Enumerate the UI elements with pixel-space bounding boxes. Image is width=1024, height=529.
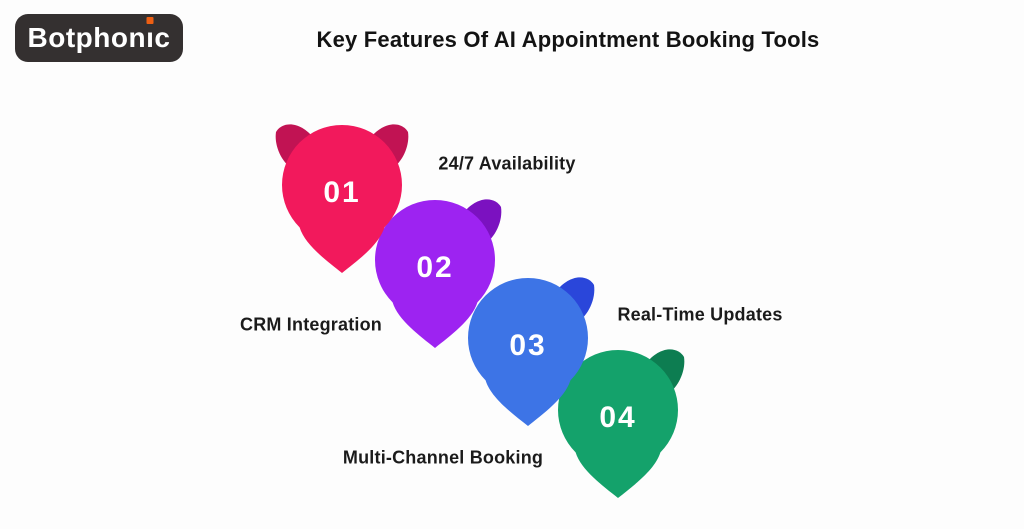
page-title: Key Features Of AI Appointment Booking T… bbox=[316, 27, 820, 52]
pin-number-3: 03 bbox=[509, 329, 547, 362]
logo-letter-i: ı bbox=[146, 17, 155, 53]
feature-pin-2: 02 bbox=[360, 178, 510, 350]
feature-label-availability: 24/7 Availability bbox=[438, 153, 576, 174]
feature-label-multichannel: Multi-Channel Booking bbox=[342, 447, 544, 468]
pin-body bbox=[558, 349, 678, 498]
pin-horn-left bbox=[275, 124, 313, 171]
pin-body bbox=[468, 277, 588, 426]
pin-shape-3 bbox=[468, 277, 595, 426]
feature-pin-3: 03 bbox=[453, 256, 603, 428]
pin-body bbox=[282, 124, 402, 273]
logo-i-dot-icon bbox=[146, 17, 154, 24]
pin-horn-right bbox=[371, 124, 409, 171]
pin-number-2: 02 bbox=[416, 251, 454, 284]
pin-shape-1 bbox=[275, 124, 409, 273]
logo-text-start: Botphon bbox=[27, 22, 147, 53]
pin-horn-right bbox=[557, 277, 595, 324]
feature-label-realtime: Real-Time Updates bbox=[617, 304, 783, 325]
feature-pin-4: 04 bbox=[543, 328, 693, 500]
pin-shape-2 bbox=[375, 199, 502, 348]
pin-number-1: 01 bbox=[323, 176, 361, 209]
pin-number-4: 04 bbox=[599, 401, 637, 434]
logo-text-end: c bbox=[154, 22, 171, 53]
logo-dotless-i: ı bbox=[146, 22, 155, 53]
pin-shape-4 bbox=[558, 349, 685, 498]
pin-horn-right bbox=[647, 349, 685, 396]
feature-pin-1: 01 bbox=[267, 103, 417, 275]
pin-horn-right bbox=[464, 199, 502, 246]
feature-label-crm: CRM Integration bbox=[240, 314, 382, 335]
pin-body bbox=[375, 199, 495, 348]
